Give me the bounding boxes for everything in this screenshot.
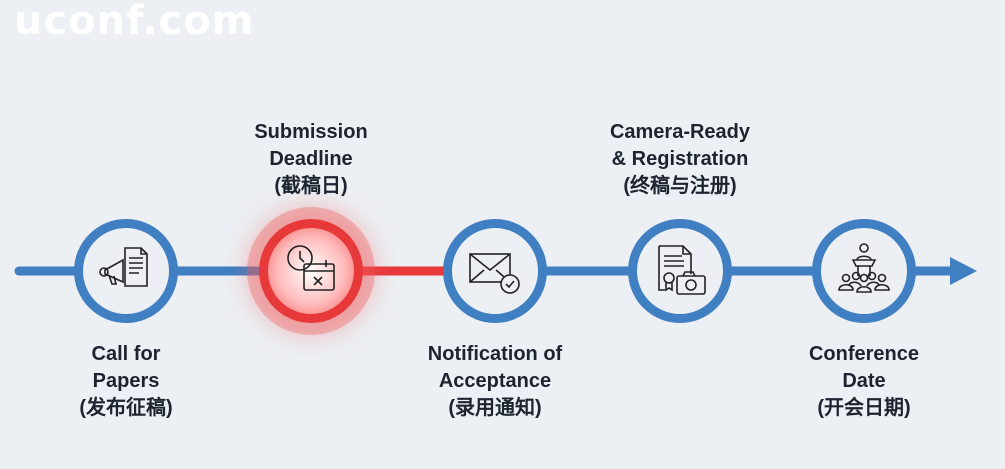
label-line: Conference (808, 343, 920, 365)
label-line: Notification of (427, 343, 563, 365)
step-label-conference-date: Conference Date (开会日期) (764, 341, 964, 422)
label-chinese: (录用通知) (448, 397, 542, 419)
step-label-camera-ready: Camera-Ready & Registration (终稿与注册) (580, 119, 780, 200)
label-line: Papers (92, 370, 160, 392)
label-line: & Registration (611, 148, 749, 170)
label-line: Call for (91, 343, 161, 365)
arrow-head-icon (950, 257, 977, 285)
label-line: Camera-Ready (609, 121, 751, 143)
step-notification-node (443, 219, 547, 323)
step-label-call-for-papers: Call for Papers (发布征稿) (26, 341, 226, 422)
megaphone-document-icon (99, 247, 148, 287)
step-submission-deadline-node (259, 219, 363, 323)
label-chinese: (终稿与注册) (623, 175, 737, 197)
step-label-notification: Notification of Acceptance (录用通知) (395, 341, 595, 422)
label-chinese: (开会日期) (817, 397, 911, 419)
podium-audience-icon (838, 243, 890, 293)
watermark: uconf.com (14, 0, 255, 44)
label-line: Submission (254, 121, 368, 143)
step-conference-date-node (812, 219, 916, 323)
step-call-for-papers-node (74, 219, 178, 323)
envelope-check-icon (469, 253, 520, 294)
label-chinese: (截稿日) (274, 175, 348, 197)
clock-calendar-x-icon (287, 245, 335, 291)
step-label-submission-deadline: Submission Deadline (截稿日) (211, 119, 411, 200)
label-chinese: (发布征稿) (79, 397, 173, 419)
label-line: Deadline (269, 148, 353, 170)
label-line: Date (842, 370, 886, 392)
label-line: Acceptance (438, 370, 552, 392)
certificate-camera-icon (658, 245, 706, 295)
step-camera-ready-node (628, 219, 732, 323)
